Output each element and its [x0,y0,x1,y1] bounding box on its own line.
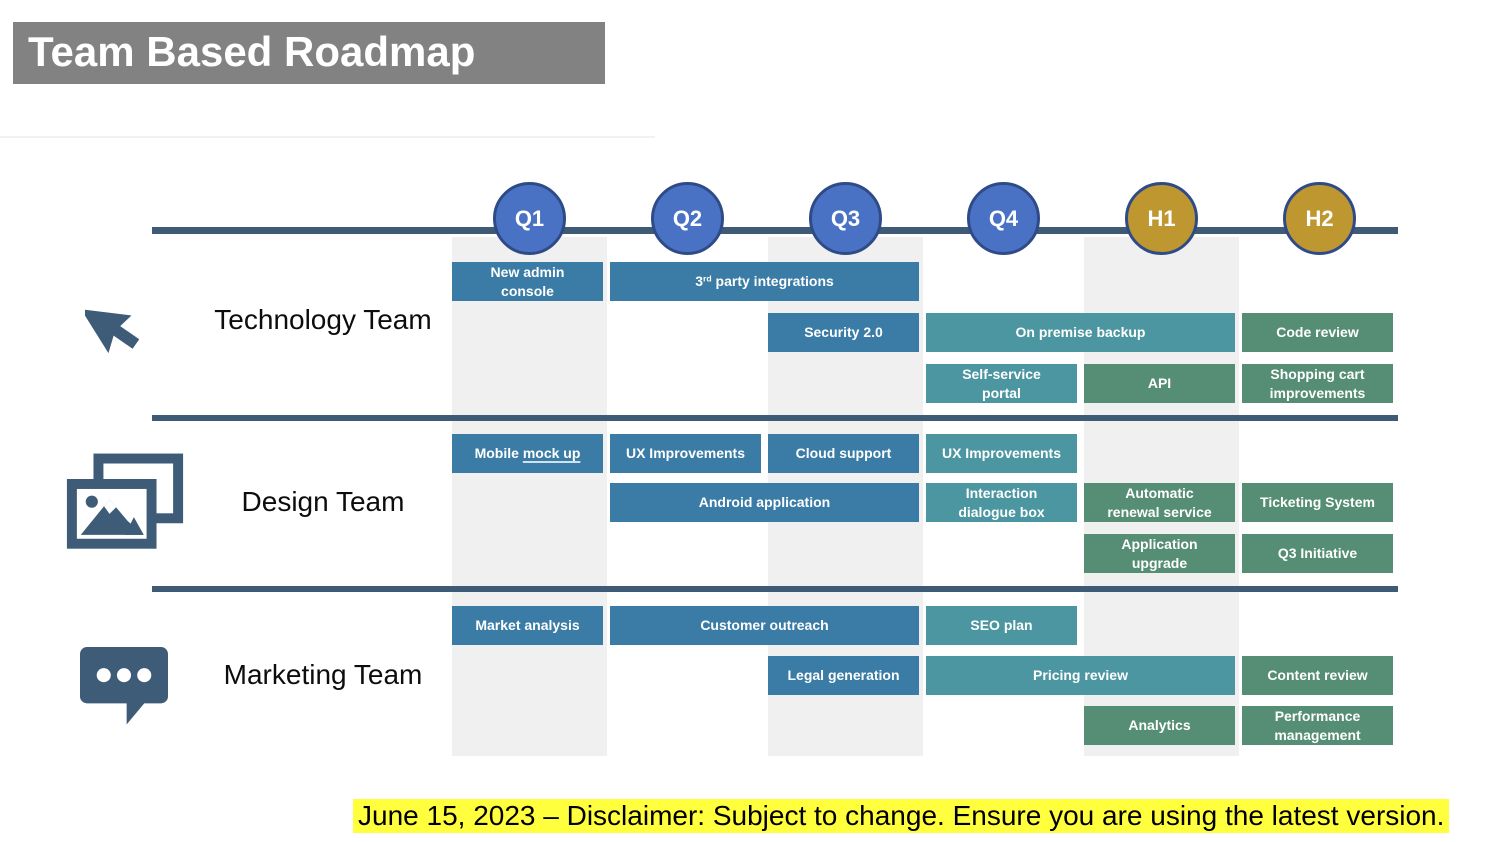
design-team-icon-wrap [63,453,187,557]
bar-ux-improvements: UX Improvements [926,434,1077,473]
bar-label: Analytics [1128,717,1191,734]
period-circle-h2: H2 [1283,182,1356,255]
bar-label: New admin console [490,264,565,299]
bar-pricing-review: Pricing review [926,656,1235,695]
team-label-design: Design Team [188,486,458,518]
bar-self-service-portal: Self-service portal [926,364,1077,403]
bar-label: Automatic renewal service [1107,485,1212,520]
bar-security-2-0: Security 2.0 [768,313,919,352]
team-label-marketing: Marketing Team [188,659,458,691]
bar-3rd-party-integrations: 3rd party integrations [610,262,919,301]
bar-label: Customer outreach [700,617,829,634]
bar-label: Application upgrade [1121,536,1198,571]
team-divider-1 [152,415,1398,421]
bar-interaction-dialogue-box: Interaction dialogue box [926,483,1077,522]
period-label: H2 [1305,205,1334,231]
bar-label: Interaction dialogue box [958,485,1045,520]
page-title: Team Based Roadmap [13,22,605,84]
period-circle-q4: Q4 [967,182,1040,255]
bar-label: API [1147,375,1172,392]
period-label: Q2 [672,205,703,231]
bar-label: Legal generation [787,667,900,684]
bar-api: API [1084,364,1235,403]
bar-label: Q3 Initiative [1277,545,1358,562]
bar-mobile-mock-up: Mobile mock up [452,434,603,473]
period-circle-q3: Q3 [809,182,882,255]
period-label: Q3 [830,205,861,231]
bar-label: Android application [698,494,831,511]
header-divider-line [0,136,655,138]
period-circle-q2: Q2 [651,182,724,255]
bar-market-analysis: Market analysis [452,606,603,645]
bar-analytics: Analytics [1084,706,1235,745]
photos-icon [66,453,184,549]
period-label: H1 [1147,205,1176,231]
team-label-technology: Technology Team [188,304,458,336]
bar-label: Ticketing System [1260,494,1375,511]
bar-shopping-cart-improvements: Shopping cart improvements [1242,364,1393,403]
disclaimer-text: June 15, 2023 – Disclaimer: Subject to c… [353,799,1450,833]
team-divider-2 [152,586,1398,592]
marketing-team-icon-wrap [75,640,173,728]
bar-label: Content review [1267,667,1368,684]
timeline [152,227,1398,234]
bar-ticketing-system: Ticketing System [1242,483,1393,522]
period-circle-h1: H1 [1125,182,1198,255]
bar-label: Market analysis [475,617,580,634]
bar-label: 3rd party integrations [695,273,834,290]
bar-content-review: Content review [1242,656,1393,695]
team-name: Design Team [241,486,405,517]
bar-new-admin-console: New admin console [452,262,603,301]
bar-cloud-support: Cloud support [768,434,919,473]
period-label: Q4 [988,205,1019,231]
bar-seo-plan: SEO plan [926,606,1077,645]
bar-label: Cloud support [795,445,892,462]
bar-performance-management: Performance management [1242,706,1393,745]
bar-label: Pricing review [1033,667,1128,684]
bar-android-application: Android application [610,483,919,522]
bar-label: SEO plan [970,617,1033,634]
bar-on-premise-backup: On premise backup [926,313,1235,352]
bar-customer-outreach: Customer outreach [610,606,919,645]
team-name: Technology Team [214,304,432,335]
period-label: Q1 [514,205,545,231]
bar-q3-initiative: Q3 Initiative [1242,534,1393,573]
bar-label: Self-service portal [962,366,1041,401]
bar-label: Mobile mock up [474,445,581,462]
chat-icon [80,647,168,725]
bar-label: On premise backup [1015,324,1146,341]
bar-legal-generation: Legal generation [768,656,919,695]
bar-label: Security 2.0 [804,324,883,341]
bar-automatic-renewal-service: Automatic renewal service [1084,483,1235,522]
cursor-icon [85,309,140,354]
team-name: Marketing Team [223,659,423,690]
bar-code-review: Code review [1242,313,1393,352]
bar-label: Code review [1276,324,1359,341]
bar-label: UX Improvements [941,445,1062,462]
column-stripe-q1 [452,237,607,756]
bar-label: Shopping cart improvements [1269,366,1366,401]
technology-team-icon-wrap [85,287,161,371]
period-circle-q1: Q1 [493,182,566,255]
bar-application-upgrade: Application upgrade [1084,534,1235,573]
bar-label: Performance management [1274,708,1361,743]
bar-ux-improvements: UX Improvements [610,434,761,473]
bar-label: UX Improvements [625,445,746,462]
